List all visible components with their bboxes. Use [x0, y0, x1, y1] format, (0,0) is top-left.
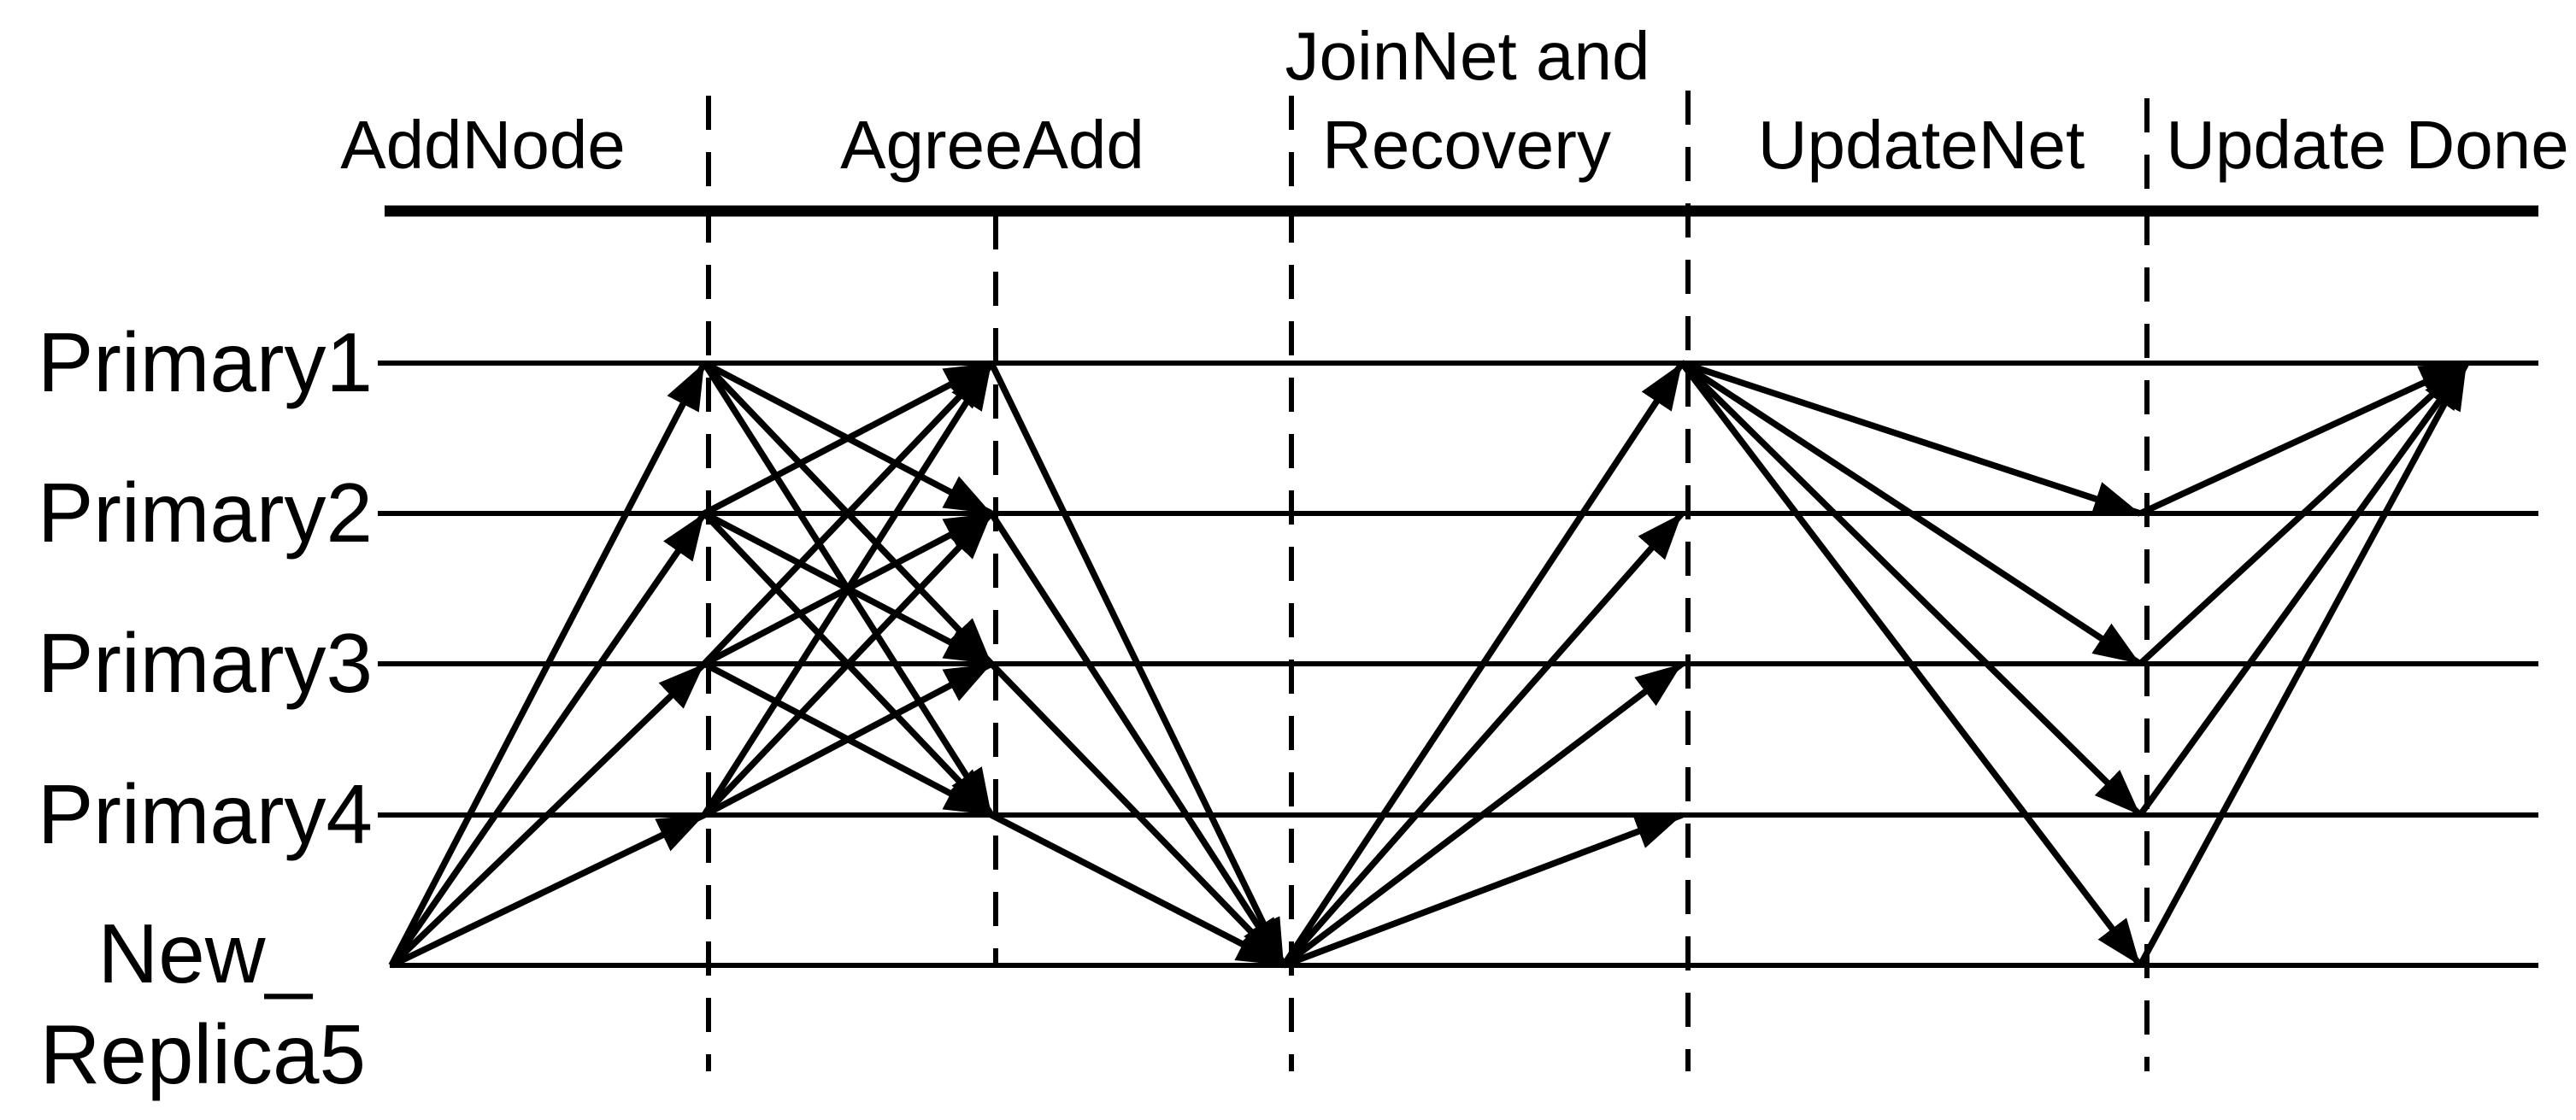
- message-arrow-agreeadd: [702, 511, 994, 818]
- message-arrows: [388, 360, 2470, 969]
- message-arrow-addnode: [389, 661, 707, 968]
- node-label-primary3: Primary3: [38, 616, 373, 710]
- phase-label-joinnet-line1: JoinNet and: [1285, 18, 1650, 94]
- message-arrow-updatenet: [1680, 360, 2142, 517]
- message-arrow-updatedone: [2138, 360, 2468, 517]
- phase-label-agreeadd: AgreeAdd: [840, 107, 1144, 183]
- phase-label-updatenet: UpdateNet: [1758, 107, 2085, 183]
- message-arrow-addnode: [388, 511, 708, 968]
- message-arrow-agreeadd: [988, 361, 1287, 967]
- node-label-replica5-line2: Replica5: [40, 1007, 366, 1101]
- message-arrow-updatedone: [2137, 361, 2470, 818]
- message-arrow-updatenet: [1679, 361, 2143, 818]
- message-arrow-agreeadd: [703, 360, 993, 517]
- message-arrow-joinnet: [1282, 812, 1684, 969]
- message-arrow-updatenet: [1679, 360, 2143, 667]
- message-arrow-agreeadd: [990, 812, 1285, 969]
- message-arrow-agreeadd: [988, 511, 1287, 968]
- message-arrow-joinnet: [1280, 361, 1685, 968]
- phase-label-joinnet-line2: Recovery: [1322, 107, 1611, 183]
- message-arrow-addnode: [388, 361, 708, 967]
- message-arrow-joinnet: [1281, 661, 1685, 968]
- message-arrow-agreeadd: [703, 660, 993, 818]
- message-arrow-updatedone: [2137, 361, 2470, 967]
- node-label-primary2: Primary2: [38, 466, 373, 560]
- node-label-primary4: Primary4: [38, 767, 373, 861]
- message-arrow-agreeadd: [989, 661, 1286, 968]
- message-arrow-joinnet: [1281, 511, 1685, 968]
- node-label-replica5-line1: New_: [97, 906, 313, 1000]
- phase-boundaries: [706, 91, 2150, 1071]
- phase-labels: AddNode AgreeAdd JoinNet and Recovery Up…: [340, 18, 2569, 183]
- phase-label-updatedone: Update Done: [2166, 107, 2568, 183]
- node-label-primary1: Primary1: [38, 315, 373, 409]
- message-arrow-agreeadd: [701, 361, 995, 818]
- phase-label-addnode: AddNode: [340, 107, 626, 183]
- message-arrow-updatenet: [1679, 361, 2143, 968]
- message-arrow-agreeadd: [702, 361, 994, 666]
- message-arrow-updatedone: [2138, 361, 2469, 666]
- message-arrow-addnode: [390, 812, 706, 969]
- lifelines: [378, 361, 2538, 968]
- node-labels: Primary1 Primary2 Primary3 Primary4 New_…: [38, 315, 373, 1101]
